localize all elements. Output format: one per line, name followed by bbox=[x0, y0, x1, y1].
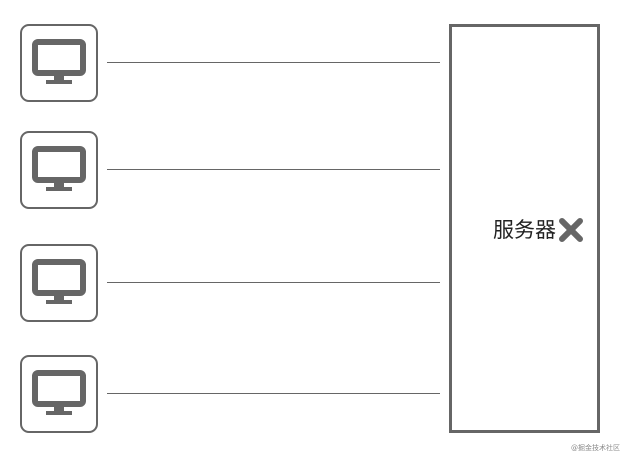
server-node bbox=[449, 24, 600, 433]
monitor-icon bbox=[32, 39, 86, 84]
client-node bbox=[20, 24, 98, 102]
client-node bbox=[20, 244, 98, 322]
connection-line bbox=[107, 62, 440, 63]
client-node bbox=[20, 355, 98, 433]
connection-line bbox=[107, 169, 440, 170]
client-node bbox=[20, 131, 98, 209]
monitor-icon bbox=[32, 146, 86, 191]
connection-line bbox=[107, 393, 440, 394]
monitor-icon bbox=[32, 370, 86, 415]
server-label: 服务器 bbox=[493, 217, 556, 242]
connection-line bbox=[107, 282, 440, 283]
server-label-group: 服务器 bbox=[493, 215, 584, 245]
cross-icon bbox=[559, 218, 583, 242]
watermark: @掘金技术社区 bbox=[571, 444, 620, 452]
monitor-icon bbox=[32, 259, 86, 304]
